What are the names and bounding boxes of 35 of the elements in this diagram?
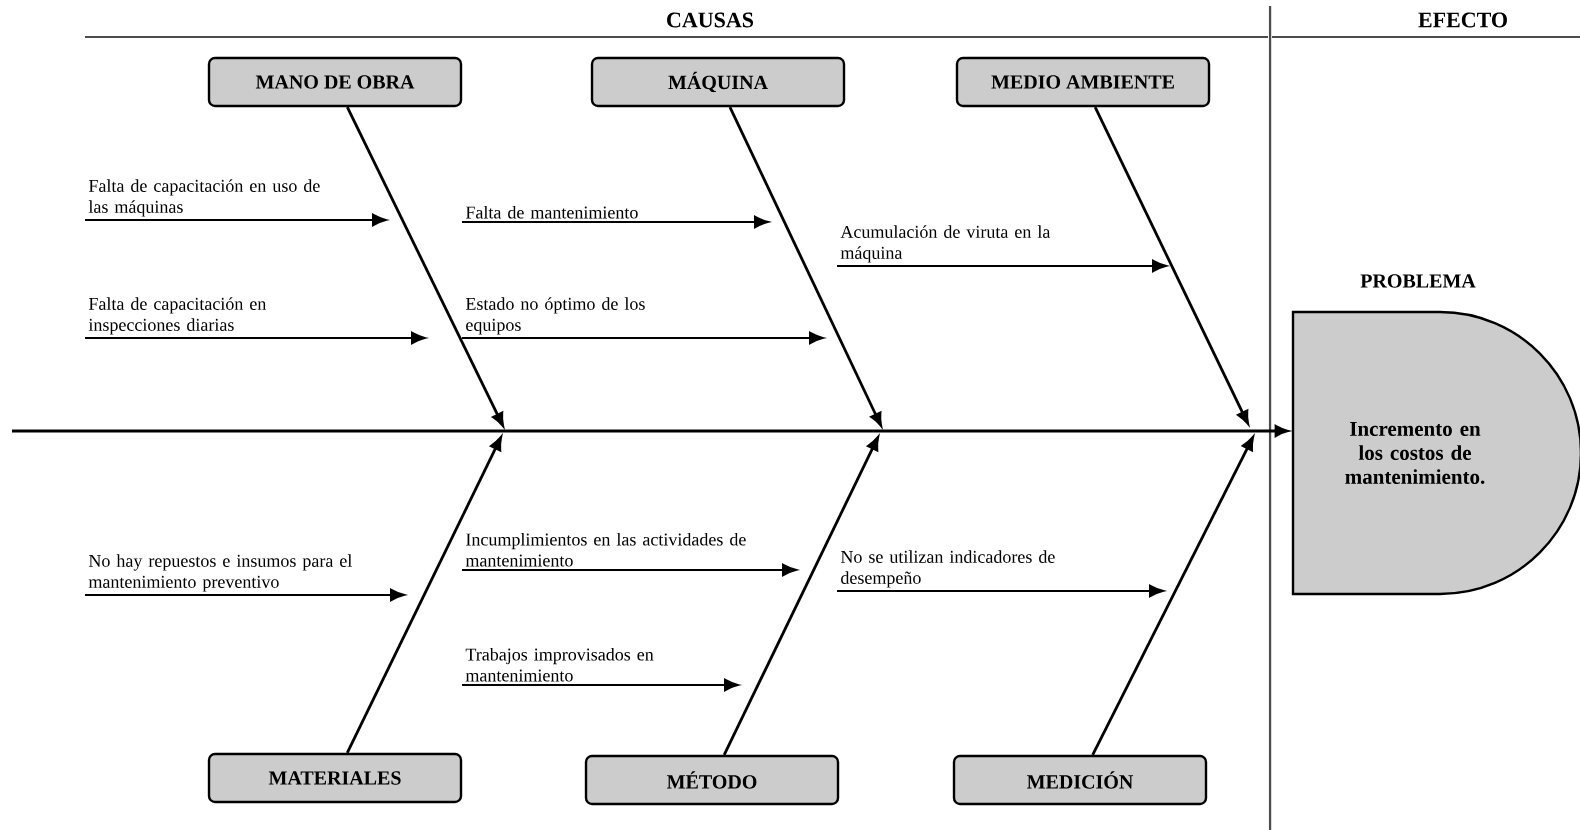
arrow — [84, 213, 388, 227]
section-heading: EFECTO — [1418, 12, 1507, 28]
arrow — [461, 215, 770, 229]
arrow — [84, 331, 427, 345]
cause-text: No hay repuestos e insumos para el mantenimiento preventivo — [88, 554, 352, 592]
cause-text: Falta de capacitación en uso de las máquinas — [88, 179, 320, 217]
cause-text: Falta de mantenimiento — [465, 205, 638, 219]
cause-text: Incumplimientos en las actividades de mantenimiento — [465, 532, 746, 567]
arrow — [461, 331, 825, 345]
arrow — [12, 425, 1289, 437]
section-heading: CAUSAS — [667, 12, 754, 28]
arrow — [84, 588, 406, 602]
cause-text: No se utilizan indicadores de desempeño — [840, 550, 1055, 588]
category-box: MEDICIÓN — [952, 754, 1208, 806]
category-box: MATERIALES — [207, 752, 463, 804]
cause-text: Estado no óptimo de los equipos — [465, 297, 645, 335]
arrow — [836, 259, 1168, 273]
category-box: MANO DE OBRA — [207, 56, 463, 108]
cause-text: Trabajos improvisados en mantenimiento — [465, 647, 654, 682]
arrow — [728, 106, 882, 427]
problem-head: Incremento en los costos de mantenimiento. — [1291, 310, 1580, 596]
arrow — [346, 106, 504, 427]
arrow — [836, 584, 1165, 598]
arrow — [346, 436, 502, 754]
cause-text: Acumulación de viruta en la máquina — [840, 225, 1051, 263]
arrow — [461, 563, 798, 577]
problem-heading: PROBLEMA — [1360, 274, 1476, 288]
category-box: MEDIO AMBIENTE — [955, 56, 1211, 108]
category-box: MÉTODO — [584, 754, 840, 806]
arrow — [1091, 436, 1254, 756]
category-box: MÁQUINA — [590, 56, 846, 108]
arrow — [1093, 106, 1249, 425]
cause-text: Falta de capacitación en inspecciones diarias — [88, 297, 267, 335]
arrow — [722, 436, 879, 756]
arrow — [461, 678, 740, 692]
